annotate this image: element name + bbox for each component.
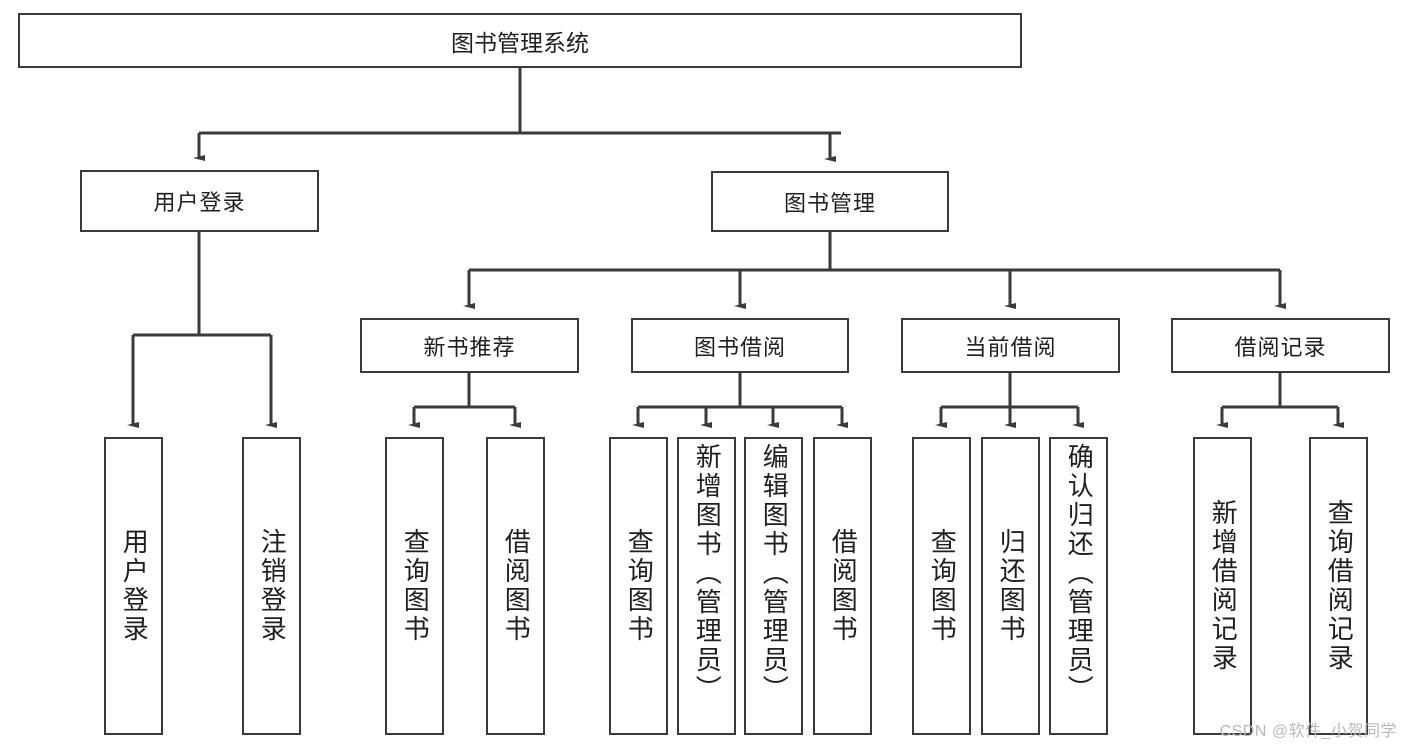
node-label: 用户登录 — [153, 190, 246, 215]
node-label: 归还图书 — [996, 528, 1027, 644]
node-user-login[interactable]: 用户登录 — [80, 170, 319, 232]
leaf-borrow-record-query[interactable]: 查询借阅记录 — [1309, 437, 1368, 735]
node-root-book-management-system[interactable]: 图书管理系统 — [18, 13, 1022, 68]
node-label: 新增图书（管理员） — [692, 443, 723, 704]
node-book-borrow[interactable]: 图书借阅 — [631, 318, 849, 373]
leaf-new-book-borrow[interactable]: 借阅图书 — [486, 437, 545, 735]
node-borrow-record[interactable]: 借阅记录 — [1171, 318, 1390, 373]
node-label: 当前借阅 — [964, 334, 1057, 360]
node-current-borrow[interactable]: 当前借阅 — [901, 318, 1120, 373]
leaf-new-book-query[interactable]: 查询图书 — [385, 437, 444, 735]
node-label: 查询图书 — [400, 528, 431, 644]
node-book-management[interactable]: 图书管理 — [711, 171, 949, 232]
leaf-current-borrow-confirm-return[interactable]: 确认归还（管理员） — [1049, 437, 1108, 735]
leaf-book-borrow-edit[interactable]: 编辑图书（管理员） — [744, 437, 803, 735]
node-label: 借阅图书 — [501, 528, 532, 644]
node-label: 图书借阅 — [693, 334, 786, 360]
node-label: 注销登录 — [257, 528, 288, 644]
leaf-book-borrow-add[interactable]: 新增图书（管理员） — [677, 437, 736, 735]
node-label: 查询借阅记录 — [1324, 499, 1355, 673]
node-label: 图书管理系统 — [451, 29, 589, 56]
leaf-user-login-logout[interactable]: 注销登录 — [242, 437, 301, 735]
node-label: 编辑图书（管理员） — [759, 443, 790, 704]
leaf-current-borrow-query[interactable]: 查询图书 — [912, 437, 971, 735]
node-label: 新增借阅记录 — [1208, 499, 1239, 673]
node-label: 查询图书 — [624, 528, 655, 644]
node-label: 查询图书 — [927, 528, 958, 644]
node-label: 借阅记录 — [1234, 334, 1327, 360]
node-label: 新书推荐 — [423, 334, 516, 360]
csdn-watermark: CSDN @软件_小贺同学 — [1219, 723, 1397, 740]
node-label: 用户登录 — [119, 528, 150, 644]
leaf-book-borrow-borrow[interactable]: 借阅图书 — [813, 437, 872, 735]
leaf-borrow-record-add[interactable]: 新增借阅记录 — [1193, 437, 1252, 735]
node-label: 图书管理 — [783, 190, 876, 216]
node-label: 借阅图书 — [828, 528, 859, 644]
node-label: 确认归还（管理员） — [1064, 443, 1095, 704]
leaf-user-login-login[interactable]: 用户登录 — [104, 437, 163, 735]
leaf-current-borrow-return[interactable]: 归还图书 — [981, 437, 1040, 735]
node-new-book-recommend[interactable]: 新书推荐 — [360, 318, 579, 373]
leaf-book-borrow-query[interactable]: 查询图书 — [609, 437, 668, 735]
